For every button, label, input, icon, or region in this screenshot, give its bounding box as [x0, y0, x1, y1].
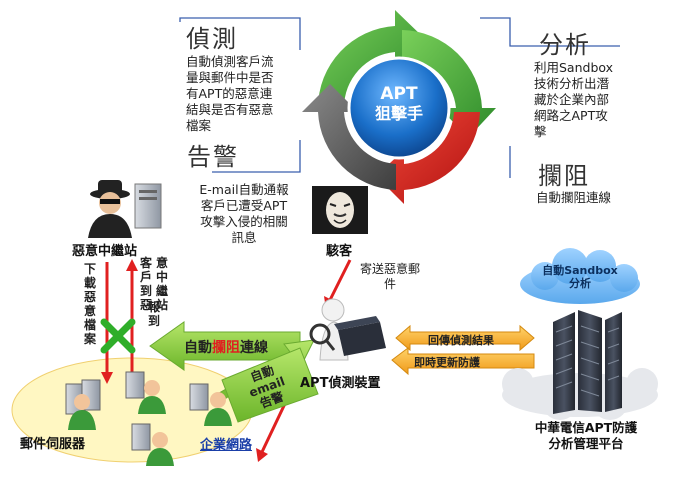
- email-alert-arrow-body: [221, 347, 319, 423]
- user-pc-icon-1: [125, 371, 166, 414]
- hacker-send-line: 件: [383, 277, 396, 291]
- detect-line: 檔案: [186, 118, 212, 133]
- alert-line: 客戶已遭受APT: [200, 198, 288, 213]
- device-label: APT偵測裝置: [300, 376, 381, 391]
- relay-right-col2: 意中繼站: [156, 256, 169, 312]
- cycle-arrow-gray: [302, 84, 396, 190]
- hacker-icon: [312, 186, 368, 234]
- block-x-icon: [100, 318, 136, 354]
- alert-line: E-mail自動通報: [199, 182, 289, 197]
- cycle-arrow-green-2: [402, 30, 496, 138]
- detect-line: 自動偵測客戶流: [186, 54, 274, 69]
- return-arrow: [395, 324, 535, 352]
- analyze-line: 網路之APT攻: [534, 108, 608, 123]
- detect-line: 量與郵件中是否: [186, 70, 274, 85]
- sandbox-line: 分析: [569, 277, 591, 290]
- cycle-arrow-red: [376, 112, 480, 204]
- block-title: 攔阻: [538, 162, 590, 190]
- analyze-line: 利用Sandbox: [534, 60, 614, 75]
- analyze-line: 擊: [534, 124, 547, 139]
- sandbox-cloud-icon: [520, 248, 640, 304]
- hacker-send-line: 寄送惡意郵: [359, 262, 420, 276]
- platform-line: 分析管理平台: [548, 436, 624, 451]
- user-pc-icon-2: [189, 383, 232, 426]
- cycle-ring: [302, 10, 496, 204]
- cycle-arrow-green: [317, 10, 424, 108]
- platform-racks-icon: [553, 310, 622, 414]
- relay-spy-icon: [88, 180, 162, 238]
- hacker-send: 寄送惡意郵 件: [348, 262, 432, 292]
- update-arrow-label: 即時更新防護: [414, 356, 480, 369]
- analyze-title: 分析: [539, 31, 591, 59]
- enterprise-label: 企業網路: [200, 438, 253, 453]
- bracket-lines: [179, 17, 620, 178]
- sandbox-label: 自動Sandbox 分析: [532, 264, 628, 290]
- platform-line: 中華電信APT防護: [534, 420, 638, 435]
- apt-device-icon: [309, 298, 386, 361]
- alert-desc: E-mail自動通報 客戶已遭受APT 攻擊入侵的相關 訊息: [188, 182, 300, 246]
- detect-line: 結與是否有惡意: [186, 102, 274, 117]
- sandbox-line: 自動Sandbox: [542, 264, 618, 277]
- user-pc-icon-3: [131, 423, 174, 466]
- detect-desc: 自動偵測客戶流 量與郵件中是否 有APT的惡意連 結與是否有惡意 檔案: [186, 54, 298, 134]
- hacker-label: 駭客: [326, 244, 353, 259]
- alert-line: 攻擊入侵的相關: [200, 214, 288, 229]
- relay-right-col1: 客戶到惡: [140, 256, 153, 312]
- center-line1: APT: [380, 84, 418, 104]
- mail-server-label: 郵件伺服器: [20, 437, 86, 452]
- block-desc: 自動攔阻連線: [536, 190, 612, 205]
- relay-label: 惡意中繼站: [72, 244, 138, 259]
- analyze-desc: 利用Sandbox 技術分析出潛 藏於企業內部 網路之APT攻 擊: [534, 60, 644, 140]
- mail-server-icon: [65, 379, 101, 430]
- center-label: APT 狙擊手: [349, 84, 449, 124]
- center-circle: [347, 56, 451, 160]
- center-line2: 狙擊手: [374, 104, 423, 123]
- block-arrow-post: 連線: [240, 340, 268, 356]
- analyze-line: 藏於企業內部: [534, 92, 610, 107]
- return-arrow-label: 回傳偵測結果: [428, 334, 494, 347]
- relay-right-col3: 報到: [148, 300, 161, 328]
- alert-line: 訊息: [231, 230, 257, 245]
- relay-left-col: 下載惡意檔案: [84, 262, 97, 346]
- block-arrow-pre: 自動: [184, 340, 212, 356]
- platform-label: 中華電信APT防護 分析管理平台: [526, 420, 646, 452]
- block-arrow-label: 自動攔阻連線: [184, 337, 268, 357]
- detect-line: 有APT的惡意連: [186, 86, 273, 101]
- alert-title: 告警: [187, 143, 239, 171]
- detect-title: 偵測: [186, 25, 238, 53]
- update-arrow: [391, 347, 535, 376]
- analyze-line: 技術分析出潛: [534, 76, 610, 91]
- block-arrow-highlight: 攔阻: [212, 340, 240, 356]
